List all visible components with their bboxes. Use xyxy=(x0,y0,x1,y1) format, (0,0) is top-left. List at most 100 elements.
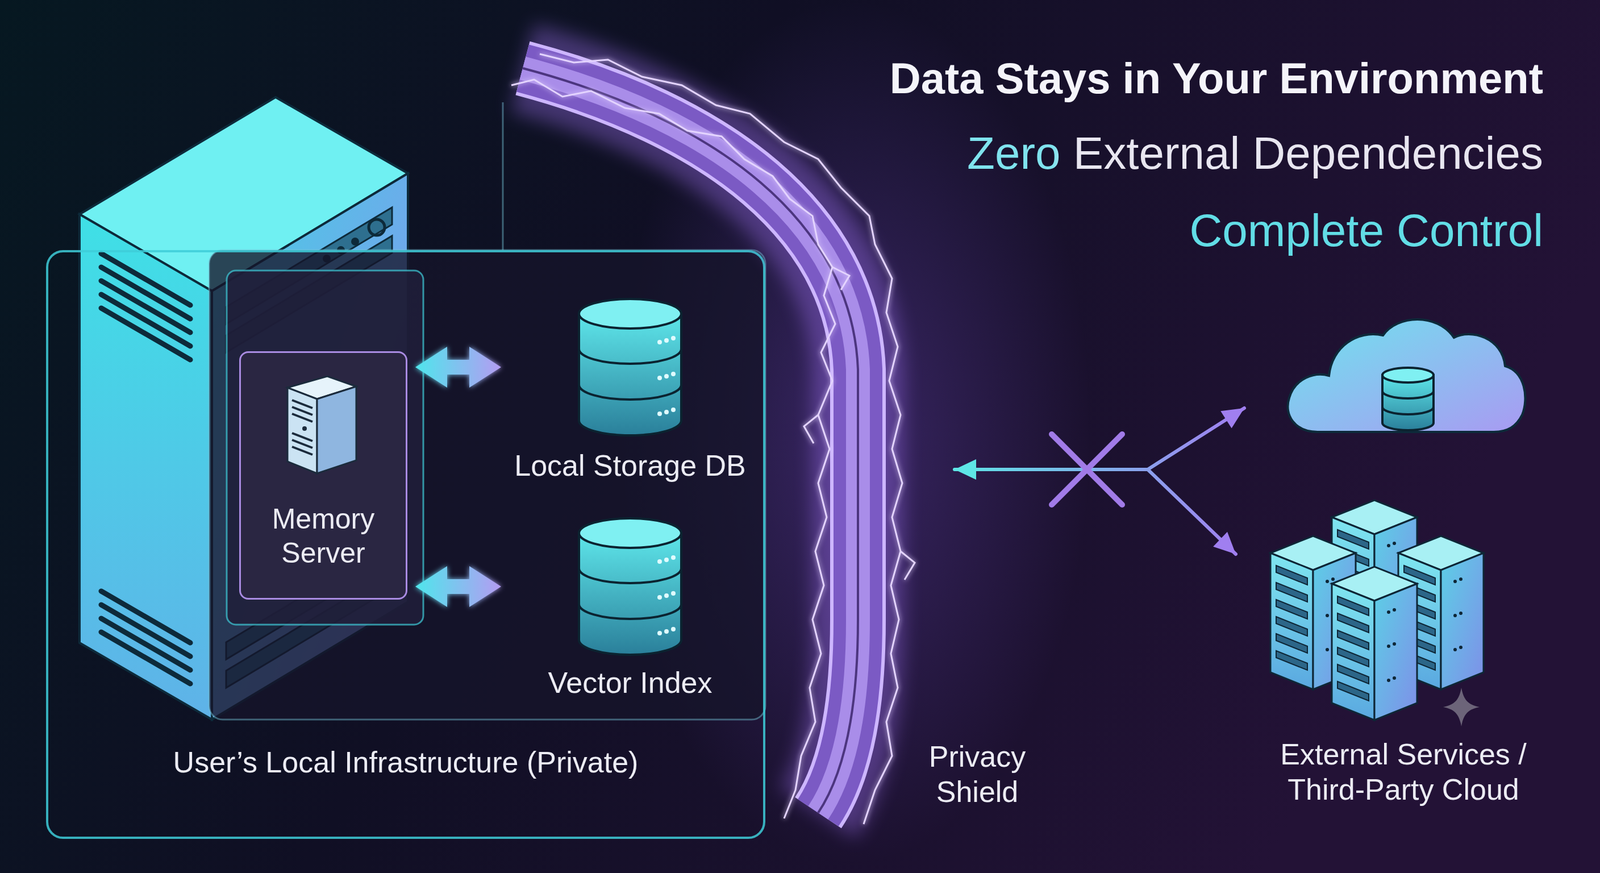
shield-band-part xyxy=(522,68,858,813)
shield-band xyxy=(500,51,955,836)
database-icon-part-part xyxy=(671,626,676,632)
panel-edge xyxy=(502,102,504,250)
shield-band-part-part xyxy=(832,267,850,290)
database-icon xyxy=(576,296,684,438)
external-services-group: External Services / Third-Party Cloud xyxy=(1238,295,1569,830)
database-icon-part xyxy=(578,603,682,619)
connector-line xyxy=(954,407,1245,554)
server-icon-part xyxy=(292,400,313,455)
server-icon xyxy=(287,376,357,474)
database-icon-part xyxy=(578,313,682,436)
node-label: Vector Index xyxy=(547,664,712,700)
server-icon-part-part xyxy=(292,400,313,408)
server-rack-illustration-part-part xyxy=(101,267,191,319)
server-rack-illustration-part-part xyxy=(101,631,191,684)
server-rack-illustration-part-part xyxy=(101,280,191,333)
database-icon-part-part xyxy=(657,630,662,636)
storage-database: Local Storage DB xyxy=(502,293,758,493)
shield-band-part-part xyxy=(900,551,915,580)
vector-index-database: Vector Index xyxy=(502,512,758,712)
database-icon-part-part xyxy=(657,594,662,600)
blocked-cross-part xyxy=(1051,434,1123,505)
memory-server-box: Memory Server xyxy=(239,351,408,600)
server-cluster-icon xyxy=(1270,500,1487,728)
server-icon-part-part xyxy=(292,406,313,415)
infrastructure-boundary: User’s Local Infrastructure (Private) Me… xyxy=(46,250,766,839)
server-rack-illustration-part xyxy=(101,253,191,684)
database-icon-part xyxy=(578,348,682,364)
server-rack-illustration-part-part xyxy=(101,294,191,347)
database-icon-part xyxy=(578,384,682,400)
database-icon-part xyxy=(578,298,682,329)
database-icon xyxy=(576,515,684,657)
server-rack-illustration-part-part xyxy=(101,604,191,657)
blocked-cross-part xyxy=(1051,434,1123,505)
connector xyxy=(954,407,1245,554)
database-icon-part-part xyxy=(657,375,662,381)
cloud-icon-part xyxy=(1287,319,1525,432)
server-icon-part xyxy=(302,426,307,431)
shield-band-part xyxy=(522,68,858,813)
database-icon-part-part xyxy=(671,590,676,596)
database-icon-part-part xyxy=(664,338,669,343)
database-icon-part xyxy=(657,555,676,636)
arrow-head xyxy=(1213,531,1236,554)
shield-band-part-part xyxy=(803,414,819,444)
server-rack-illustration-part-part xyxy=(101,618,191,670)
shield-band-part xyxy=(522,68,858,813)
privacy-shield: Privacy Shield xyxy=(500,51,955,836)
database-icon-part xyxy=(657,335,676,416)
server-icon-part-part xyxy=(292,439,313,448)
server-icon-part-part xyxy=(292,432,313,441)
server-rack-illustration-part-part xyxy=(101,253,191,306)
server-icon-part xyxy=(317,386,357,474)
shield-band-part-part xyxy=(539,53,903,824)
cloud-icon-part xyxy=(1382,367,1434,383)
server-icon-part-part xyxy=(292,446,313,455)
double-arrow xyxy=(415,346,502,388)
connector xyxy=(415,346,502,388)
server-rack-illustration-part-part xyxy=(368,219,385,236)
database-icon-part-part xyxy=(671,555,676,560)
arrow-head xyxy=(954,459,977,480)
database-icon-part xyxy=(578,568,682,583)
sparkle-mark xyxy=(1443,687,1480,727)
shield-band-part xyxy=(522,68,858,813)
blocked-cross xyxy=(1051,434,1123,505)
database-icon-part xyxy=(578,532,682,655)
database-icon-part-part xyxy=(664,557,669,562)
database-icon-part-part xyxy=(671,371,676,377)
server-rack-illustration-part-part xyxy=(101,307,191,360)
database-icon-part-part xyxy=(671,407,676,412)
tagline: Zero External Dependencies xyxy=(967,126,1544,181)
database-icon-part-part xyxy=(664,628,669,634)
arrow-head xyxy=(1220,407,1245,429)
shield-band-part xyxy=(511,53,915,824)
database-icon-part xyxy=(578,518,682,548)
server-icon-part-part xyxy=(292,413,313,422)
server-rack-illustration-part-part xyxy=(101,590,191,643)
database-icon-part-part xyxy=(657,339,662,345)
cloud-icon xyxy=(1283,311,1528,439)
shield-band-part-part xyxy=(511,79,836,819)
database-icon-part-part xyxy=(657,559,662,564)
node-label: Local Storage DB xyxy=(514,447,747,483)
node-label: Memory Server xyxy=(246,501,400,570)
server-cluster-icon-part xyxy=(1331,566,1418,720)
node-label: External Services / Third-Party Cloud xyxy=(1238,736,1569,808)
connector xyxy=(415,565,502,607)
server-rack-illustration-part xyxy=(79,214,212,720)
cloud-icon-part xyxy=(1382,390,1434,399)
memory-back-panel xyxy=(226,270,424,625)
cloud-icon-part xyxy=(1382,406,1434,415)
double-arrow xyxy=(415,565,502,607)
server-rack-illustration-part-part xyxy=(351,237,360,246)
node-label: User’s Local Infrastructure (Private) xyxy=(172,744,639,780)
database-icon-part-part xyxy=(671,335,676,341)
database-icon-part-part xyxy=(657,411,662,416)
shield-band-part xyxy=(522,68,858,813)
tagline: Complete Control xyxy=(1189,203,1544,258)
inner-panel xyxy=(209,250,766,720)
